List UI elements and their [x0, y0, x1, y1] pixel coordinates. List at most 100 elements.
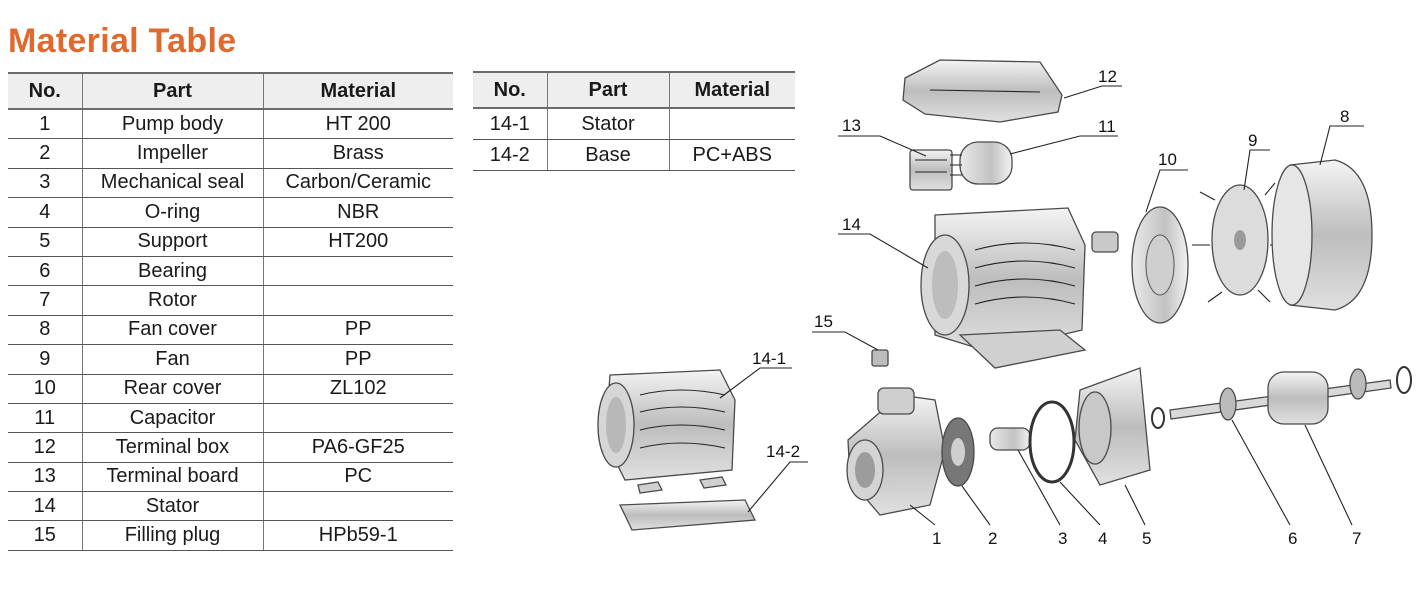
page-title: Material Table [8, 22, 237, 60]
nut-part [1091, 231, 1119, 253]
callout-10: 10 [1158, 150, 1177, 169]
cell-part: Rear cover [81, 374, 263, 404]
cell-material: PP [262, 344, 453, 375]
pump-body-part [846, 387, 946, 516]
cell-no: 4 [8, 197, 82, 228]
cell-material: PP [262, 315, 453, 346]
cell-material [262, 256, 453, 287]
callout-3: 3 [1058, 529, 1067, 548]
cell-part: Impeller [81, 138, 263, 169]
cell-part: Terminal box [81, 432, 263, 463]
base-detail-part [618, 476, 757, 531]
cell-part: Fan [81, 344, 263, 375]
cell-no: 5 [8, 227, 82, 257]
callout-8: 8 [1340, 107, 1349, 126]
impeller-part [941, 417, 975, 487]
cell-no: 15 [8, 520, 82, 551]
cell-part: Stator [81, 491, 263, 522]
callout-9: 9 [1248, 131, 1257, 150]
cell-material: HT 200 [262, 109, 453, 140]
callout-14-1: 14-1 [752, 349, 786, 368]
bearing-rear-part [1349, 368, 1367, 400]
cell-no: 1 [8, 109, 82, 140]
cell-material [262, 285, 453, 316]
cell-no: 14 [8, 491, 82, 522]
callout-13: 13 [842, 116, 861, 135]
header-material: Material [668, 71, 795, 109]
cell-no: 12 [8, 432, 82, 463]
cell-no: 14-2 [473, 139, 547, 171]
cell-material: HT200 [262, 227, 453, 257]
header-part: Part [81, 72, 263, 110]
support-part [1074, 367, 1151, 486]
cell-no: 11 [8, 403, 82, 434]
cell-no: 9 [8, 344, 82, 375]
cell-material: NBR [262, 197, 453, 228]
mechanical-seal-part [989, 427, 1031, 451]
header-part: Part [546, 71, 669, 109]
cell-no: 3 [8, 168, 82, 199]
cell-material [262, 491, 453, 522]
cell-no: 13 [8, 462, 82, 493]
cell-no: 6 [8, 256, 82, 287]
cell-material [262, 403, 453, 434]
rotor-shaft-part [1151, 366, 1412, 429]
cell-part: Terminal board [81, 462, 263, 493]
callout-12: 12 [1098, 67, 1117, 86]
cell-part: Base [546, 139, 669, 171]
callout-15: 15 [814, 312, 833, 331]
bearing-front-part [1219, 387, 1237, 421]
table-header-row: No. Part Material [8, 72, 453, 110]
cell-no: 7 [8, 285, 82, 316]
cell-material: ZL102 [262, 374, 453, 404]
stator-housing-part [920, 207, 1087, 369]
leader-lines [719, 85, 1364, 526]
cell-part: Pump body [81, 109, 263, 140]
cell-no: 10 [8, 374, 82, 404]
callout-11: 11 [1098, 117, 1116, 136]
table-header-row: No. Part Material [473, 71, 795, 109]
callout-14-2: 14-2 [766, 442, 800, 461]
cell-part: O-ring [81, 197, 263, 228]
cell-material: HPb59-1 [262, 520, 453, 551]
cell-material [668, 108, 795, 140]
callout-7: 7 [1352, 529, 1361, 548]
cell-part: Bearing [81, 256, 263, 287]
cell-no: 2 [8, 138, 82, 169]
cell-part: Stator [546, 108, 669, 140]
cell-no: 14-1 [473, 108, 547, 140]
cell-part: Support [81, 227, 263, 257]
filling-plug-part [871, 349, 889, 367]
terminal-box-part [902, 59, 1063, 123]
callout-4: 4 [1098, 529, 1107, 548]
callout-2: 2 [988, 529, 997, 548]
cell-part: Rotor [81, 285, 263, 316]
o-ring-part [1028, 400, 1076, 484]
cell-part: Fan cover [81, 315, 263, 346]
stator-detail-part [597, 369, 736, 481]
cell-material: Carbon/Ceramic [262, 168, 453, 199]
callout-5: 5 [1142, 529, 1151, 548]
cell-material: PA6-GF25 [262, 432, 453, 463]
rotor-core-part [1267, 371, 1329, 425]
cell-material: PC [262, 462, 453, 493]
capacitor-part [950, 141, 1013, 185]
